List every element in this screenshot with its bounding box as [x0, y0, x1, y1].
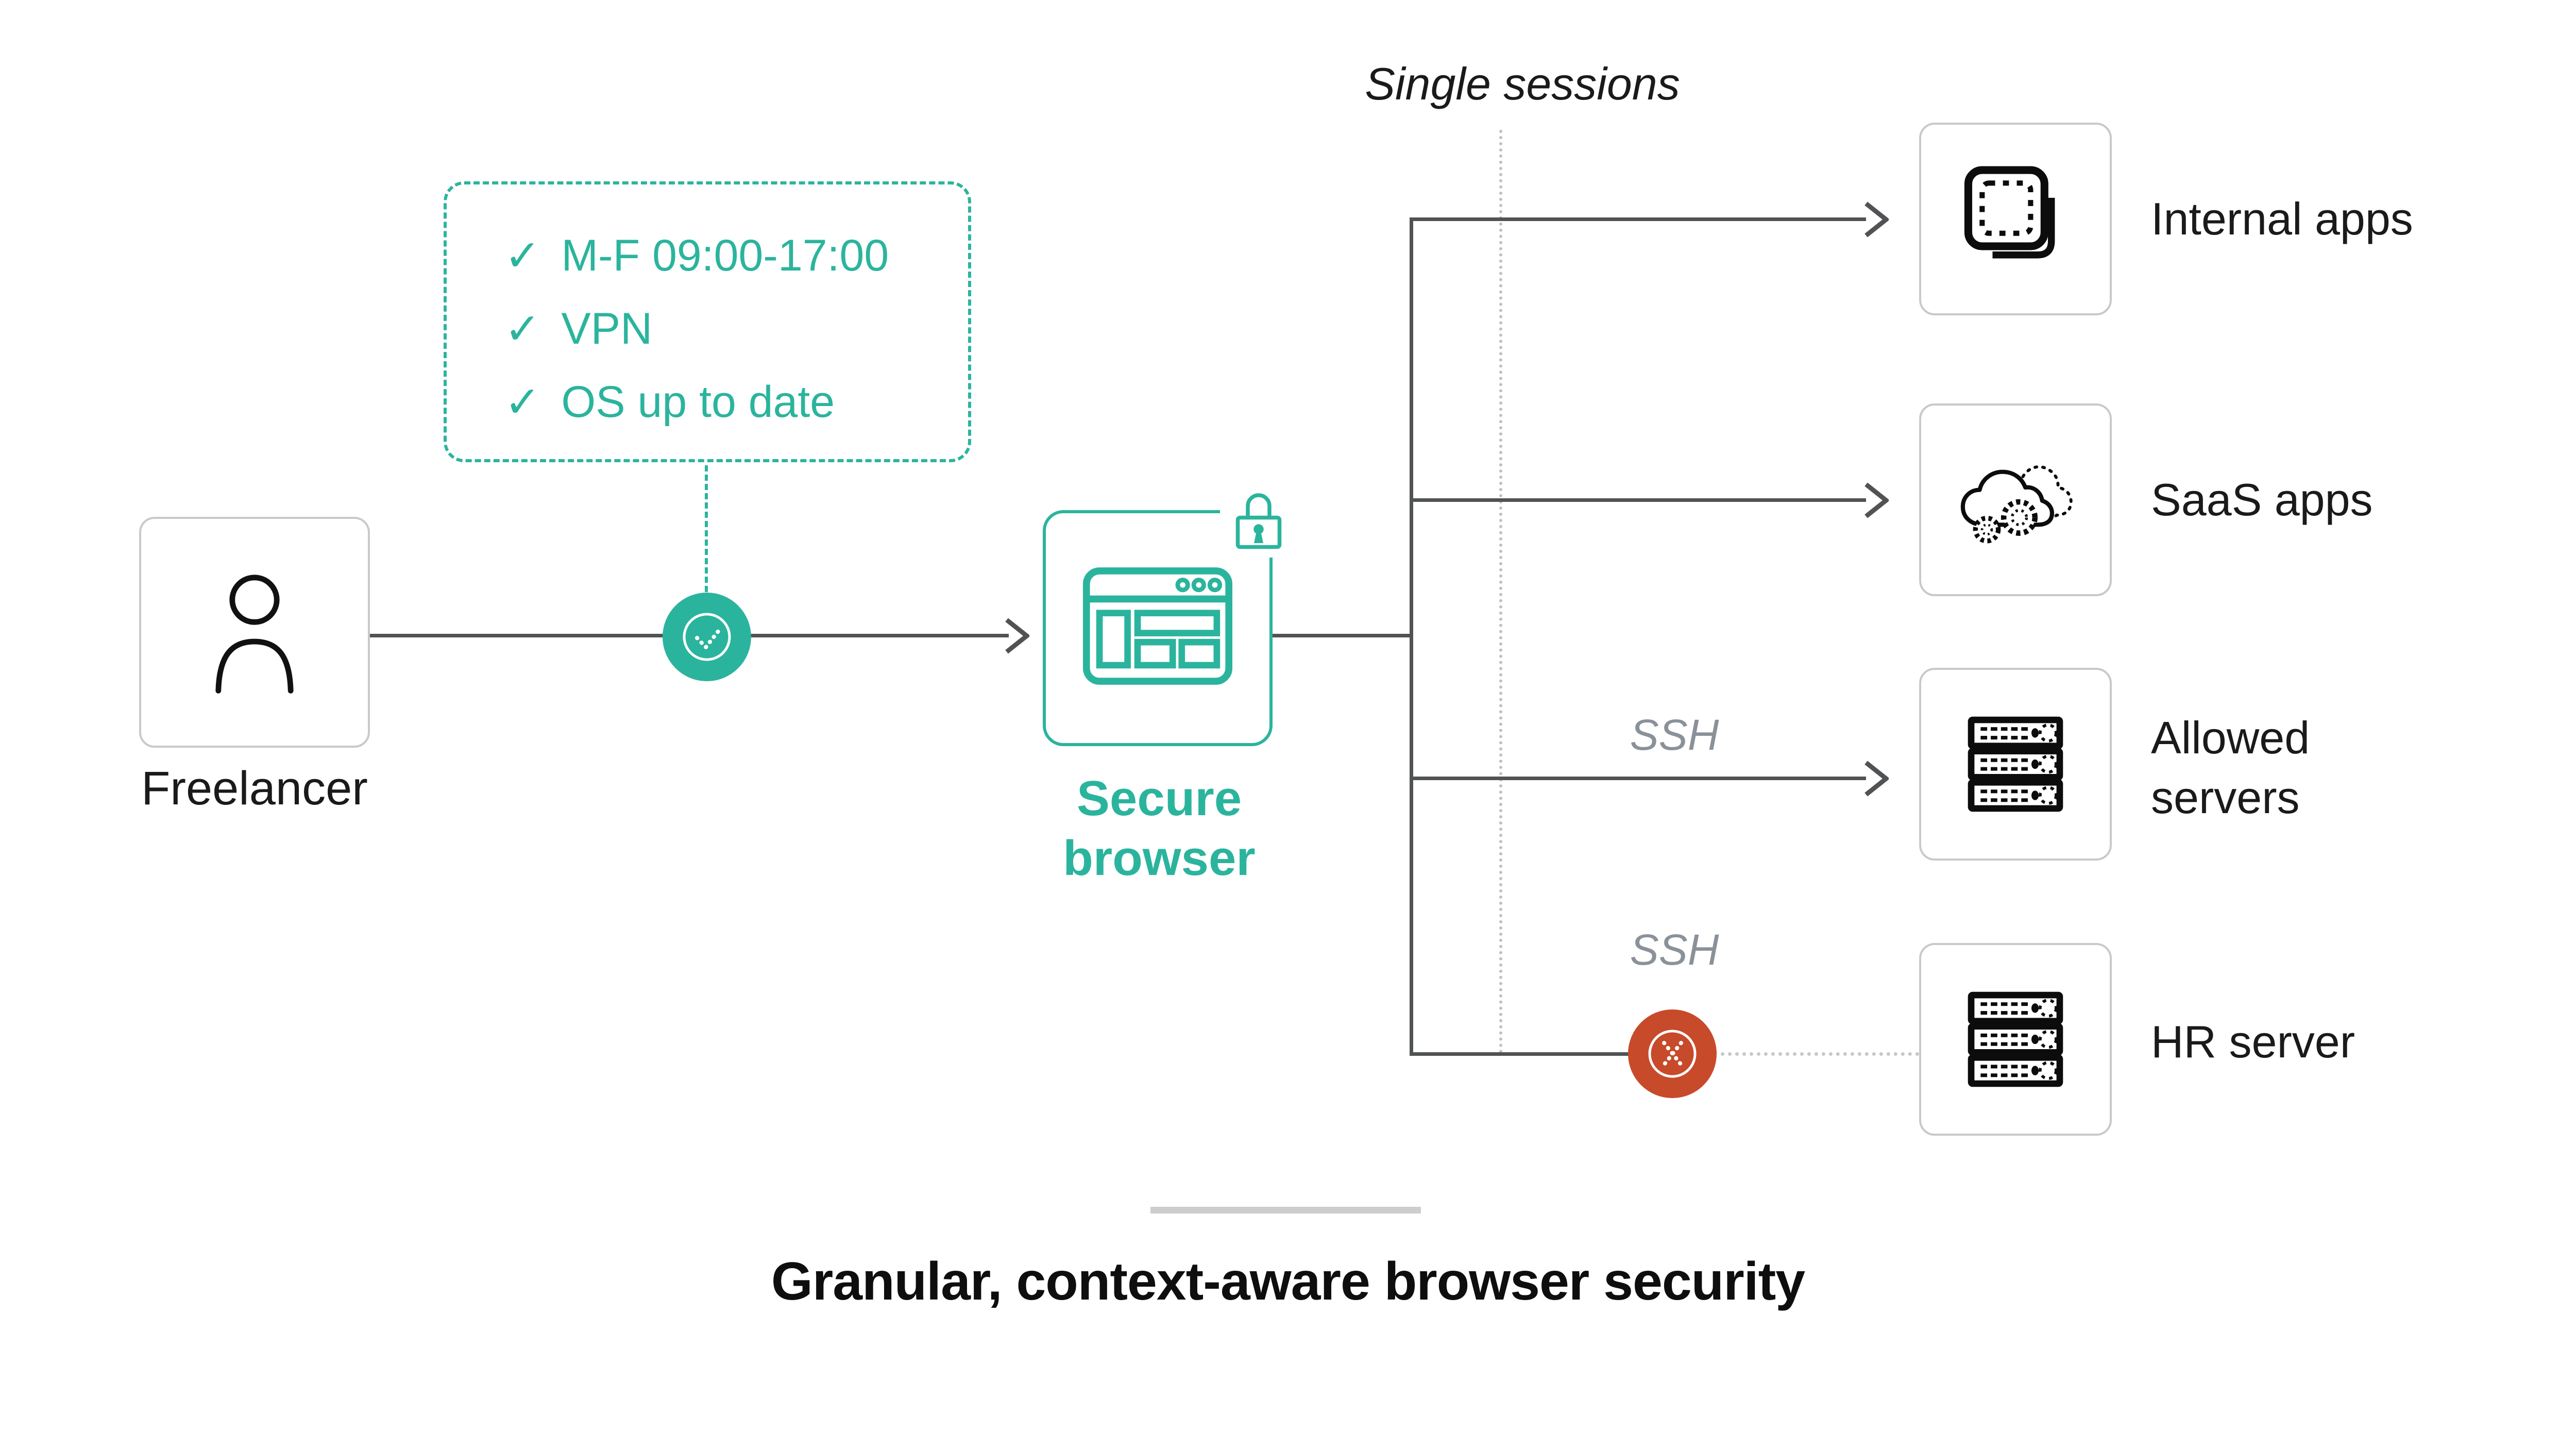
internal-apps-node: [1919, 123, 2112, 315]
saas-cloud-icon: [1960, 465, 2073, 543]
branch-line-saas-apps: [1410, 498, 1866, 502]
caption-divider: [1150, 1207, 1421, 1214]
saas-apps-label: SaaS apps: [2151, 474, 2373, 525]
branch-line-internal-apps: [1410, 217, 1866, 221]
hr-server-label: HR server: [2151, 1016, 2355, 1067]
person-icon: [215, 575, 294, 694]
allowed-servers-node: [1919, 668, 2112, 861]
policy-checklist: ✓ M-F 09:00-17:00 ✓ VPN ✓ OS up to date: [444, 181, 971, 462]
internal-apps-label: Internal apps: [2151, 193, 2413, 244]
single-sessions-line: [1499, 130, 1502, 1054]
arrowhead-saas-apps: [1865, 482, 1889, 518]
check-circle-icon: [663, 593, 751, 681]
browser-to-trunk-line: [1273, 634, 1413, 637]
arrowhead-internal-apps: [1865, 201, 1889, 238]
secure-browser-label-line1: Secure: [1076, 771, 1242, 826]
trunk-line: [1410, 217, 1413, 1056]
hr-server-node: [1919, 943, 2112, 1136]
branch-line-hr-server: [1410, 1052, 1631, 1056]
checklist-connector-line: [705, 465, 708, 592]
checklist-item: ✓ M-F 09:00-17:00: [504, 231, 968, 280]
lock-icon: [1235, 493, 1282, 549]
branch-line-allowed-servers: [1410, 777, 1866, 780]
checklist-item: ✓ VPN: [504, 304, 968, 353]
lock-icon-halo: [1220, 482, 1297, 558]
server-stack-icon: [1968, 716, 2063, 812]
secure-browser-label: Secure browser: [1015, 769, 1303, 888]
single-sessions-label: Single sessions: [1365, 58, 1680, 109]
checklist-item-text: VPN: [561, 304, 653, 353]
ssh-label-hr-server: SSH: [1630, 925, 1719, 974]
saas-apps-node: [1919, 403, 2112, 596]
check-icon: ✓: [504, 231, 541, 280]
user-to-browser-arrowhead: [1005, 618, 1029, 654]
freelancer-node: [139, 517, 370, 748]
server-stack-icon: [1968, 991, 2063, 1087]
arrowhead-allowed-servers: [1865, 761, 1889, 797]
checklist-item-text: M-F 09:00-17:00: [561, 231, 889, 280]
browser-window-icon: [1082, 567, 1233, 685]
check-icon: ✓: [504, 305, 541, 353]
checklist-item-text: OS up to date: [561, 377, 835, 427]
freelancer-label: Freelancer: [141, 762, 368, 815]
blocked-dotted-line: [1721, 1052, 1919, 1056]
caption-title: Granular, context-aware browser security: [771, 1252, 1805, 1311]
allowed-servers-label: Allowed servers: [2151, 712, 2310, 823]
internal-apps-icon: [1964, 166, 2055, 259]
check-icon: ✓: [504, 378, 541, 426]
checklist-item: ✓ OS up to date: [504, 377, 968, 427]
ssh-label-allowed-servers: SSH: [1630, 711, 1719, 759]
blocked-circle-icon: [1628, 1009, 1717, 1098]
secure-browser-label-line2: browser: [1063, 831, 1256, 886]
